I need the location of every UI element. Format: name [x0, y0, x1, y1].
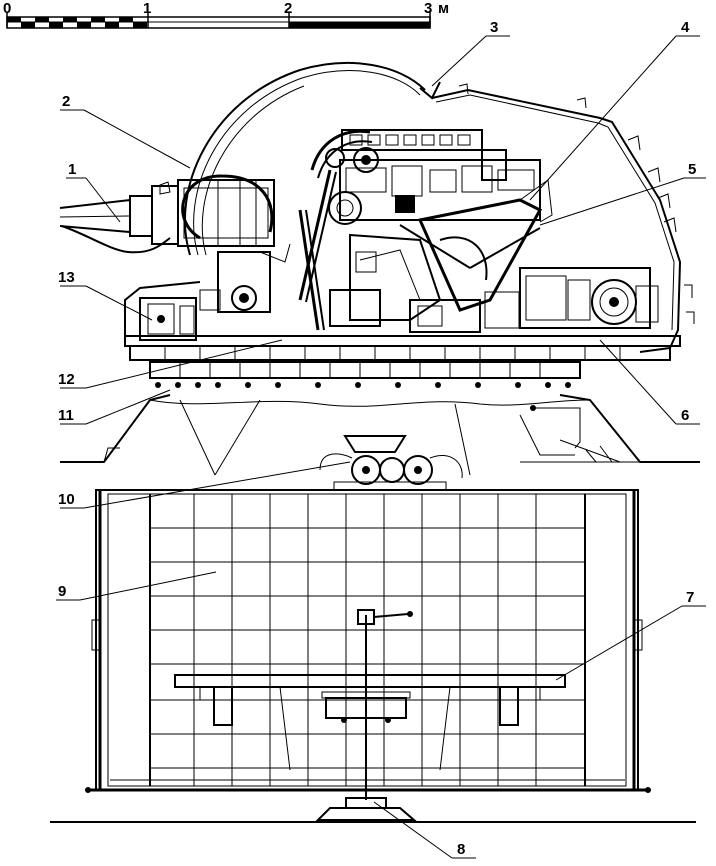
callout-3: 3	[490, 19, 498, 36]
interior-machinery	[139, 129, 659, 341]
callout-9: 9	[58, 583, 66, 600]
scale-unit: м	[438, 0, 449, 17]
callout-11: 11	[58, 407, 74, 424]
callout-13: 13	[58, 269, 75, 286]
callout-4: 4	[681, 19, 690, 36]
turret-base	[124, 281, 681, 388]
gun-barrel	[59, 174, 275, 254]
foundation	[50, 797, 696, 823]
callout-1: 1	[68, 161, 76, 178]
barbette-structure	[60, 394, 700, 491]
ammunition-trunk	[85, 489, 651, 800]
callout-leaders	[56, 35, 706, 859]
scale-tick-1: 1	[143, 0, 151, 17]
callout-labels: 1 2 3 4 5 6 7 8 9 10 11 12 13	[58, 19, 696, 858]
callout-7: 7	[686, 589, 694, 606]
scale-tick-3: 3	[424, 0, 432, 17]
callout-8: 8	[457, 841, 465, 858]
callout-6: 6	[681, 407, 689, 424]
callout-5: 5	[688, 161, 696, 178]
callout-12: 12	[58, 371, 75, 388]
turret-house	[183, 61, 695, 353]
scale-tick-2: 2	[284, 0, 292, 17]
scale-bar: 0 1 2 3 м	[3, 0, 449, 29]
callout-10: 10	[58, 491, 75, 508]
callout-2: 2	[62, 93, 70, 110]
scale-tick-0: 0	[3, 0, 11, 17]
